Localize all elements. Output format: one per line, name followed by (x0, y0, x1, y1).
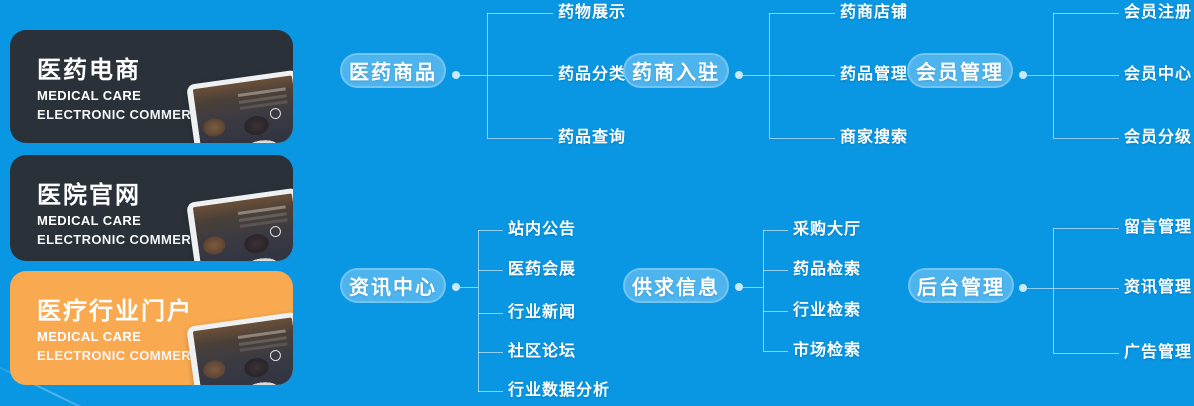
tree-leaf: 会员分级 (1124, 129, 1193, 146)
connector-line (763, 230, 764, 351)
connector-line (478, 391, 503, 392)
card-subtitle-line1: MEDICAL CARE (37, 329, 142, 344)
device-photo (186, 311, 293, 385)
card-subtitle-line2: ELECTRONIC COMMERCE (37, 107, 210, 122)
tree-node-member-management: 会员管理 (907, 53, 1013, 88)
connector-line (763, 351, 788, 352)
card-subtitle-line2: ELECTRONIC COMMERCE (37, 232, 210, 247)
card-title: 医院官网 (37, 182, 141, 209)
card-title: 医药电商 (37, 57, 141, 84)
connector-line (460, 287, 478, 288)
tree-leaf: 行业检索 (793, 302, 862, 319)
card-medical-ecommerce[interactable]: 医药电商 MEDICAL CARE ELECTRONIC COMMERCE (10, 30, 293, 143)
tree-leaf: 药物展示 (558, 4, 627, 21)
connector-line (763, 230, 788, 231)
connector-line (1027, 288, 1053, 289)
tree-leaf: 医药会展 (508, 261, 577, 278)
connector-line (763, 311, 788, 312)
connector-line (769, 13, 835, 14)
tree-leaf: 广告管理 (1124, 344, 1193, 361)
device-photo-screen (192, 317, 293, 385)
tree-node-pharmacy-merchant-entry: 药商入驻 (623, 53, 729, 88)
connector-line (1053, 228, 1119, 229)
connector-dot (452, 71, 460, 79)
connector-dot (1019, 71, 1027, 79)
tree-node-backend-management: 后台管理 (908, 268, 1014, 303)
connector-line (1053, 228, 1054, 353)
tree-leaf: 行业新闻 (508, 304, 577, 321)
tree-leaf: 采购大厅 (793, 221, 862, 238)
tree-leaf: 资讯管理 (1124, 279, 1193, 296)
connector-line (769, 138, 835, 139)
tree-node-supply-demand-info: 供求信息 (623, 268, 729, 303)
card-subtitle-line2: ELECTRONIC COMMERCE (37, 348, 210, 363)
tree-leaf: 站内公告 (508, 221, 577, 238)
connector-line (478, 230, 503, 231)
connector-line (743, 75, 769, 76)
tree-leaf: 药品查询 (558, 129, 627, 146)
connector-dot (452, 283, 460, 291)
tree-leaf: 药品检索 (793, 261, 862, 278)
tree-leaf: 行业数据分析 (508, 382, 611, 399)
connector-line (478, 352, 503, 353)
connector-line (478, 313, 503, 314)
connector-dot (735, 71, 743, 79)
connector-line (1053, 353, 1119, 354)
connector-line (1053, 75, 1119, 76)
card-subtitle-line1: MEDICAL CARE (37, 88, 142, 103)
connector-line (769, 75, 835, 76)
tree-node-information-center: 资讯中心 (340, 268, 446, 303)
connector-line (487, 75, 553, 76)
card-subtitle-line1: MEDICAL CARE (37, 213, 142, 228)
connector-line (460, 75, 487, 76)
card-medical-industry-portal[interactable]: 医疗行业门户 MEDICAL CARE ELECTRONIC COMMERCE (10, 271, 293, 385)
connector-line (763, 270, 788, 271)
tree-leaf: 市场检索 (793, 342, 862, 359)
card-title: 医疗行业门户 (37, 298, 193, 325)
connector-line (487, 13, 553, 14)
tree-leaf: 留言管理 (1124, 219, 1193, 236)
connector-line (743, 287, 763, 288)
tree-leaf: 会员注册 (1124, 4, 1193, 21)
connector-line (1053, 288, 1119, 289)
connector-line (487, 138, 553, 139)
tree-leaf: 会员中心 (1124, 66, 1193, 83)
tree-leaf: 社区论坛 (508, 343, 577, 360)
device-photo (186, 69, 293, 143)
decorative-line (0, 386, 100, 406)
tree-leaf: 药品管理 (840, 66, 909, 83)
connector-line (478, 270, 503, 271)
tree-leaf: 药商店铺 (840, 4, 909, 21)
tree-leaf: 商家搜索 (840, 129, 909, 146)
connector-line (1053, 138, 1119, 139)
device-photo-screen (192, 193, 293, 261)
connector-dot (735, 283, 743, 291)
connector-line (478, 230, 479, 392)
device-photo-screen (192, 75, 293, 143)
device-photo (186, 187, 293, 261)
tree-node-medical-goods: 医药商品 (340, 53, 446, 88)
connector-line (1053, 13, 1119, 14)
card-hospital-website[interactable]: 医院官网 MEDICAL CARE ELECTRONIC COMMERCE (10, 155, 293, 261)
connector-dot (1019, 284, 1027, 292)
tree-leaf: 药品分类 (558, 66, 627, 83)
connector-line (1027, 75, 1053, 76)
